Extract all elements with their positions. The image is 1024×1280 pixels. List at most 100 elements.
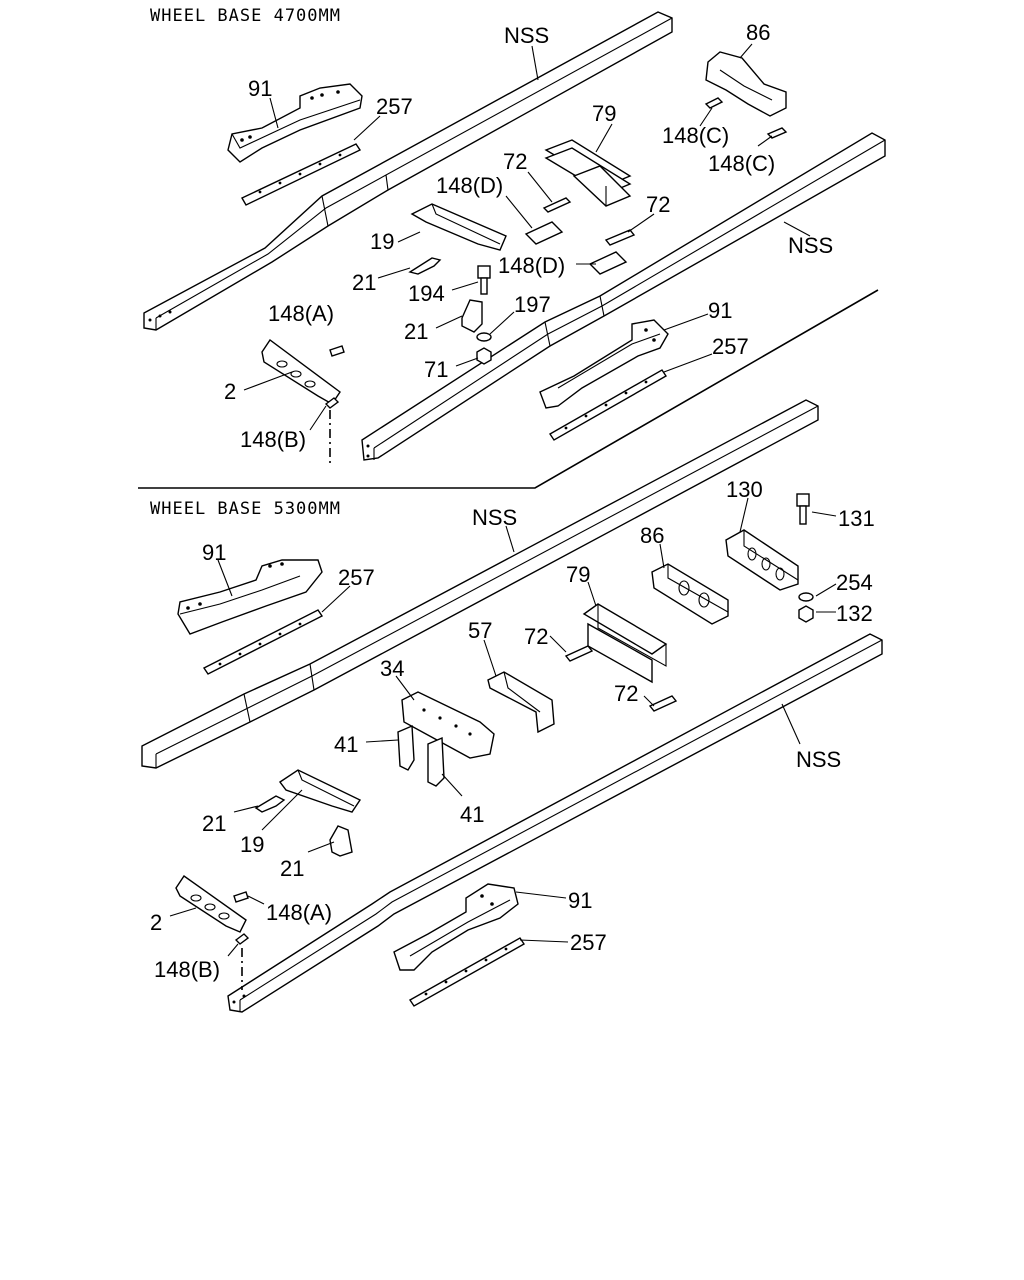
callout-label: 2 bbox=[150, 910, 162, 935]
side-rail-left bbox=[143, 11, 673, 331]
callout-label: 21 bbox=[404, 319, 428, 344]
part-19-lower bbox=[278, 769, 362, 813]
leader-lines bbox=[169, 497, 837, 957]
part-21-bracket bbox=[461, 299, 483, 333]
part-19-upper bbox=[410, 203, 507, 251]
part-148c-plate bbox=[704, 97, 724, 109]
leader-lines bbox=[243, 43, 811, 431]
callout-label: 72 bbox=[646, 192, 670, 217]
part-91-lower bbox=[539, 319, 669, 409]
callout-label: 57 bbox=[468, 618, 492, 643]
callout-label: NSS bbox=[504, 23, 549, 48]
part-132-nut bbox=[798, 605, 814, 623]
callout-label: 91 bbox=[568, 888, 592, 913]
part-148a-plate bbox=[233, 891, 249, 903]
part-72-plate bbox=[604, 229, 636, 246]
part-79-upper bbox=[544, 139, 632, 207]
section-heading: WHEEL BASE 5300MM bbox=[150, 499, 341, 519]
part-197-washer bbox=[476, 332, 492, 342]
part-257-upper bbox=[241, 143, 362, 206]
part-86-lower bbox=[651, 563, 729, 625]
part-2-lower bbox=[175, 875, 247, 933]
callout-label: 21 bbox=[280, 856, 304, 881]
callout-label: 86 bbox=[746, 20, 770, 45]
part-257-lower bbox=[408, 937, 526, 1007]
part-131-bolt bbox=[796, 493, 810, 525]
callout-label: NSS bbox=[788, 233, 833, 258]
part-91-upper bbox=[177, 559, 323, 635]
part-41-bracket bbox=[427, 736, 445, 787]
part-72-plate bbox=[542, 197, 572, 213]
callout-label: 148(B) bbox=[240, 427, 306, 452]
callout-label: 254 bbox=[836, 570, 873, 595]
callout-label: 72 bbox=[614, 681, 638, 706]
callout-label: 19 bbox=[240, 832, 264, 857]
part-257-lower bbox=[549, 369, 667, 441]
callout-label: 71 bbox=[424, 357, 448, 382]
callout-label: 148(A) bbox=[266, 900, 332, 925]
side-rail-right bbox=[227, 633, 883, 1013]
part-41-bracket bbox=[397, 724, 415, 771]
callout-label: 72 bbox=[503, 149, 527, 174]
side-rail-left bbox=[141, 399, 819, 769]
part-254-washer bbox=[798, 592, 814, 602]
part-148a-plate bbox=[329, 345, 345, 357]
callout-label: 148(D) bbox=[436, 173, 503, 198]
callout-label: 41 bbox=[334, 732, 358, 757]
part-148d-plate bbox=[588, 251, 628, 275]
callout-label: 148(B) bbox=[154, 957, 220, 982]
callout-label: 148(D) bbox=[498, 253, 565, 278]
callout-label: 91 bbox=[248, 76, 272, 101]
part-57 bbox=[487, 671, 555, 734]
part-21-bracket bbox=[408, 257, 442, 275]
callout-label: 197 bbox=[514, 292, 551, 317]
part-21-bracket bbox=[329, 825, 353, 857]
part-72-plate bbox=[564, 645, 594, 662]
section-wheelbase-5300: WHEEL BASE 5300MM bbox=[141, 399, 883, 1013]
callout-label: 132 bbox=[836, 601, 873, 626]
section-border bbox=[138, 289, 879, 489]
callout-label: 148(C) bbox=[662, 123, 729, 148]
callout-label: 86 bbox=[640, 523, 664, 548]
callout-label: NSS bbox=[472, 505, 517, 530]
callout-label: 91 bbox=[708, 298, 732, 323]
callout-label: 34 bbox=[380, 656, 404, 681]
part-91-upper bbox=[227, 83, 363, 163]
callouts: NSS 91 257 86 79 148(C) 148(C) 72 148(D)… bbox=[224, 20, 833, 452]
part-2-upper bbox=[261, 338, 341, 405]
callout-label: 79 bbox=[592, 101, 616, 126]
callout-label: 2 bbox=[224, 379, 236, 404]
callout-label: 131 bbox=[838, 506, 875, 531]
callout-label: 72 bbox=[524, 624, 548, 649]
callout-label: 257 bbox=[570, 930, 607, 955]
callout-label: 21 bbox=[202, 811, 226, 836]
callout-label: 194 bbox=[408, 281, 445, 306]
section-heading: WHEEL BASE 4700MM bbox=[150, 6, 341, 26]
part-148b-plate bbox=[234, 933, 250, 945]
callout-label: 21 bbox=[352, 270, 376, 295]
callouts: NSS 130 131 91 257 86 79 254 132 57 72 3… bbox=[150, 477, 875, 982]
part-86-upper bbox=[705, 51, 787, 117]
part-194-bolt bbox=[477, 265, 491, 295]
part-21-bracket bbox=[254, 795, 286, 813]
callout-label: 130 bbox=[726, 477, 763, 502]
callout-label: 19 bbox=[370, 229, 394, 254]
part-130-bracket bbox=[725, 529, 799, 591]
callout-label: 257 bbox=[376, 94, 413, 119]
part-34 bbox=[401, 691, 495, 759]
callout-label: 148(A) bbox=[268, 301, 334, 326]
callout-label: 79 bbox=[566, 562, 590, 587]
callout-label: 257 bbox=[338, 565, 375, 590]
part-71-nut bbox=[476, 347, 492, 365]
callout-label: 148(C) bbox=[708, 151, 775, 176]
callout-label: 91 bbox=[202, 540, 226, 565]
part-72-plate bbox=[648, 695, 678, 712]
part-91-lower bbox=[393, 883, 519, 971]
side-rail-right bbox=[361, 132, 886, 461]
callout-label: NSS bbox=[796, 747, 841, 772]
part-79-lower bbox=[582, 603, 668, 684]
part-257-upper bbox=[202, 609, 324, 675]
part-148d-plate bbox=[524, 221, 564, 245]
